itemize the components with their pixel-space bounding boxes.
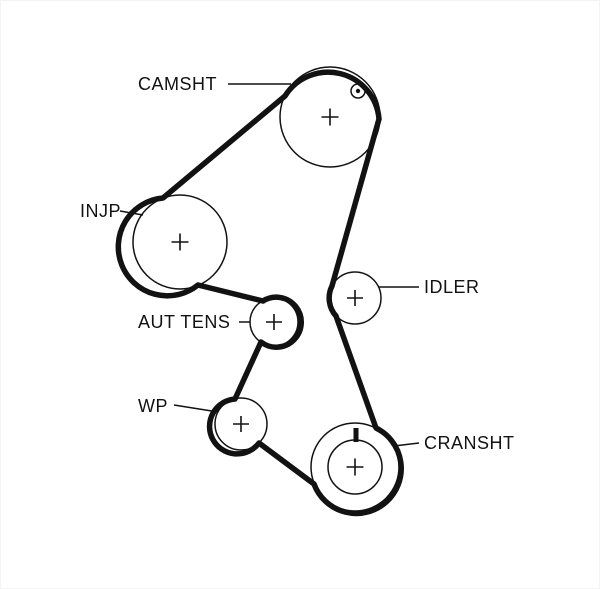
water-pump-label: WP [138, 396, 168, 416]
crankshaft-label: CRANSHT [424, 433, 515, 453]
idler-center-cross-icon [347, 290, 363, 306]
crankshaft-pulley-outer [310, 422, 400, 512]
camshaft-callout: CAMSHT [138, 74, 291, 94]
injection-pump-callout: INJP [80, 201, 144, 221]
auto-tensioner-pulley-group [249, 297, 299, 347]
injection-pump-label: INJP [80, 201, 121, 221]
crankshaft-pulley-group [310, 422, 400, 512]
water-pump-center-cross-icon [233, 416, 249, 432]
idler-callout: IDLER [379, 277, 480, 297]
auto-tensioner-label: AUT TENS [138, 312, 230, 332]
injection-pump-pulley [132, 194, 228, 290]
water-pump-leader-line [173, 404, 219, 413]
idler-pulley [328, 271, 382, 325]
camshaft-center-cross-icon [321, 108, 339, 126]
auto-tensioner-callout: AUT TENS [138, 312, 250, 332]
camshaft-pulley-group [279, 66, 381, 168]
water-pump-pulley-group [214, 397, 268, 451]
timing-belt [115, 69, 404, 517]
injection-pump-leader-line [119, 210, 144, 216]
camshaft-pulley [279, 66, 381, 168]
injection-pump-pulley-group [132, 194, 228, 290]
idler-label: IDLER [424, 277, 480, 297]
crankshaft-center-cross-icon [346, 458, 364, 476]
camshaft-label: CAMSHT [138, 74, 217, 94]
camshaft-alignment-dot-ring [350, 83, 366, 99]
water-pump-pulley [214, 397, 268, 451]
water-pump-callout: WP [138, 396, 219, 416]
crankshaft-callout: CRANSHT [393, 433, 515, 453]
idler-pulley-group [328, 271, 382, 325]
crankshaft-leader-line [393, 442, 420, 447]
injection-pump-center-cross-icon [171, 233, 189, 251]
camshaft-alignment-dot [355, 88, 361, 94]
auto-tensioner-center-cross-icon [266, 314, 282, 330]
